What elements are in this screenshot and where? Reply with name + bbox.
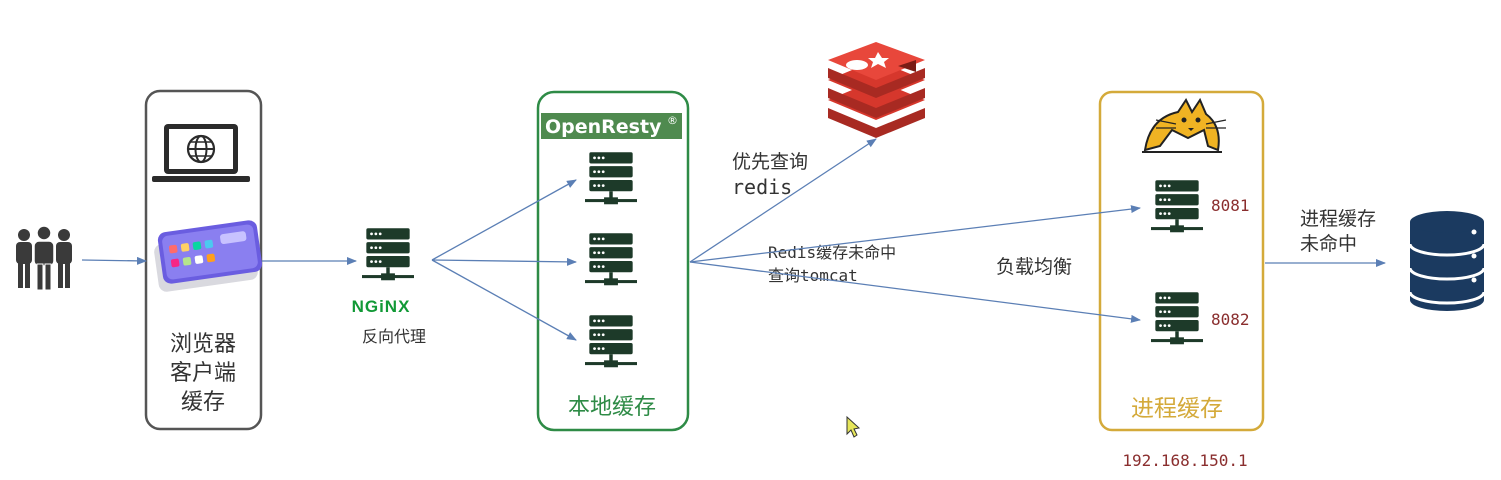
load-balance-label: 负载均衡 — [996, 256, 1072, 278]
arrow-users-to-browser — [81, 256, 147, 265]
nginx-logo-text: NGiNX — [352, 297, 411, 316]
redis-query-line2: redis — [732, 175, 792, 199]
process-miss-line1: 进程缓存 — [1300, 208, 1376, 230]
arrow-openresty-to-redis — [689, 138, 877, 263]
nginx-caption: 反向代理 — [362, 327, 426, 346]
tomcat-server-icon-8082 — [1151, 292, 1203, 345]
browser-caption-line2: 客户端 — [170, 361, 236, 386]
tomcat-server-icon-8081 — [1151, 180, 1203, 233]
phone-icon — [154, 220, 263, 292]
arrow-nginx-to-server3 — [431, 259, 577, 341]
browser-caption-line3: 缓存 — [181, 390, 225, 415]
openresty-caption: 本地缓存 — [568, 395, 656, 420]
openresty-badge-text: OpenResty — [545, 116, 662, 138]
openresty-server-icon-3 — [585, 315, 637, 368]
redis-query-line1: 优先查询 — [732, 151, 808, 173]
users-icon — [16, 225, 72, 291]
openresty-badge — [541, 113, 682, 139]
tomcat-process-cache-box — [1098, 90, 1265, 432]
process-miss-line2: 未命中 — [1300, 233, 1357, 255]
browser-caption-line1: 浏览器 — [170, 332, 236, 357]
nginx-server-icon — [362, 228, 414, 281]
tomcat-caption: 进程缓存 — [1131, 396, 1223, 422]
cursor-icon — [846, 415, 861, 438]
redis-miss-line1: Redis缓存未命中 — [768, 243, 896, 262]
openresty-server-icon-2 — [585, 233, 637, 286]
redis-icon — [828, 42, 925, 138]
tomcat-port-8082: 8082 — [1211, 310, 1250, 329]
arrow-nginx-to-server1 — [431, 179, 577, 261]
tomcat-ip-address: 192.168.150.1 — [1122, 451, 1247, 470]
arrow-openresty-to-8081 — [689, 205, 1141, 263]
openresty-server-icon-1 — [585, 152, 637, 205]
laptop-globe-icon — [152, 124, 250, 182]
arrow-openresty-to-8082 — [689, 261, 1141, 323]
arrow-nginx-to-server2 — [431, 257, 577, 266]
tomcat-cat-icon — [1142, 97, 1227, 153]
tomcat-port-8081: 8081 — [1211, 196, 1250, 215]
database-icon — [1408, 211, 1486, 311]
openresty-registered-mark: ® — [667, 114, 678, 127]
